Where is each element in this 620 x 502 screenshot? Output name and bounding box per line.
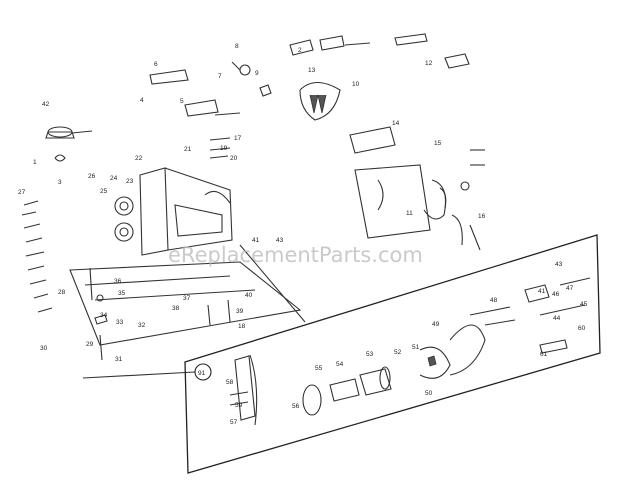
- part-label: 2: [298, 47, 302, 54]
- part-label: 50: [425, 390, 433, 397]
- part-label: 34: [100, 312, 108, 319]
- part-label: 58: [226, 379, 234, 386]
- part-label: 38: [172, 305, 180, 312]
- part-label: 47: [566, 285, 574, 292]
- part-label: 7: [218, 73, 222, 80]
- part-label: 54: [336, 361, 344, 368]
- part-label: 43: [555, 261, 563, 268]
- part-label: 27: [18, 189, 26, 196]
- leader-line: [239, 244, 306, 323]
- part-label: 36: [114, 278, 122, 285]
- part-label: 23: [126, 178, 134, 185]
- part-label: 40: [245, 292, 253, 299]
- part-label: 21: [184, 146, 192, 153]
- part-label: 33: [116, 319, 124, 326]
- upper-assembly: [21, 33, 485, 361]
- part-label: 9: [255, 70, 259, 77]
- part-label: 29: [86, 341, 94, 348]
- part-label: 37: [183, 295, 191, 302]
- part-label: 45: [580, 301, 588, 308]
- part-label: 16: [478, 213, 486, 220]
- part-label: 41: [252, 237, 260, 244]
- part-label: 18: [238, 323, 246, 330]
- part-label: 48: [490, 297, 498, 304]
- left-screw-column: [21, 200, 53, 313]
- callout-number: 91: [198, 370, 206, 377]
- part-label: 61: [540, 351, 548, 358]
- part-label: 19: [220, 145, 228, 152]
- part-label: 43: [276, 237, 284, 244]
- part-label: 4: [140, 97, 144, 104]
- part-label: 20: [230, 155, 238, 162]
- part-label: 31: [115, 356, 123, 363]
- part-label: 22: [135, 155, 143, 162]
- part-label: 55: [315, 365, 323, 372]
- part-label: 49: [432, 321, 440, 328]
- part-label: 44: [553, 315, 561, 322]
- part-label: 32: [138, 322, 146, 329]
- part-label: 56: [292, 403, 300, 410]
- part-label: 60: [578, 325, 586, 332]
- watermark-text: eReplacementParts.com: [168, 243, 423, 267]
- callout-circle: [194, 363, 212, 381]
- part-label: 14: [392, 120, 400, 127]
- part-label: 26: [88, 173, 96, 180]
- part-label: 11: [406, 210, 413, 217]
- part-label: 13: [308, 67, 316, 74]
- part-label: 42: [42, 101, 50, 108]
- leader-line: [82, 371, 196, 379]
- part-label: 12: [425, 60, 433, 67]
- part-label: 5: [180, 98, 184, 105]
- part-label: 59: [235, 402, 243, 409]
- part-label: 8: [235, 43, 239, 50]
- part-label: 10: [352, 81, 360, 88]
- part-label: 51: [412, 344, 420, 351]
- part-label: 35: [118, 290, 126, 297]
- part-label: 6: [154, 61, 158, 68]
- part-label: 57: [230, 419, 238, 426]
- part-label: 3: [58, 179, 62, 186]
- part-label: 41: [538, 288, 546, 295]
- part-label: 25: [100, 188, 108, 195]
- inset-part-labels: 43 48 41 46 47 49 45 44 50 51 52 53 54 5…: [226, 261, 588, 426]
- part-label: 17: [234, 135, 242, 142]
- part-label: 28: [58, 289, 66, 296]
- inset-panel: 91: [184, 234, 601, 474]
- part-label: 53: [366, 351, 374, 358]
- part-label: 15: [434, 140, 442, 147]
- part-label: 46: [552, 291, 560, 298]
- part-label: 52: [394, 349, 402, 356]
- main-part-labels: 42 8 6 7 4 9 13 5 2 12 15 10 14 16 19 20…: [18, 43, 486, 363]
- part-label: 30: [40, 345, 48, 352]
- part-label: 39: [236, 308, 244, 315]
- part-label: 24: [110, 175, 118, 182]
- part-label: 1: [33, 159, 37, 166]
